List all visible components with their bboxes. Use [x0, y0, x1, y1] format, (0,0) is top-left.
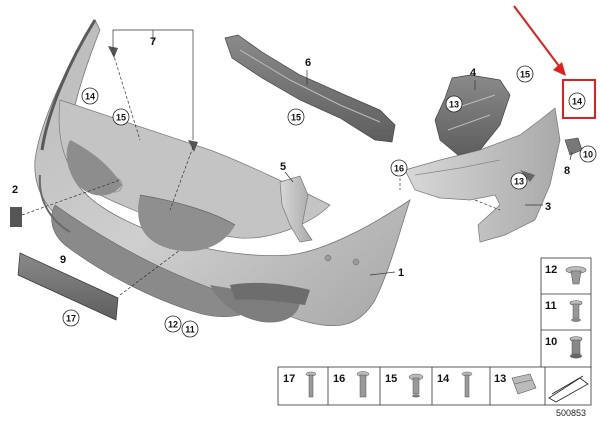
circled-12: 12 [164, 315, 182, 333]
row-label-17: 17 [283, 373, 295, 385]
highlight-part-14: 14 [513, 5, 596, 119]
svg-text:16: 16 [394, 164, 404, 174]
row-label-16: 16 [333, 373, 345, 385]
svg-text:15: 15 [520, 70, 530, 80]
screw-17-icon [305, 371, 317, 398]
grid-label-10: 10 [545, 336, 557, 348]
svg-text:12: 12 [168, 320, 178, 330]
grid-label-11: 11 [545, 300, 557, 312]
circled-11: 11 [181, 320, 199, 338]
part-2-clip [10, 207, 22, 227]
diagram-number: 500853 [556, 408, 586, 418]
svg-text:10: 10 [583, 150, 593, 160]
callout-4: 4 [470, 67, 477, 79]
circled-15b: 15 [287, 108, 305, 126]
svg-text:13: 13 [449, 100, 459, 110]
screw-14-icon [461, 371, 473, 398]
circled-14a: 14 [81, 87, 99, 105]
svg-text:14: 14 [572, 97, 582, 107]
circled-10: 10 [579, 145, 597, 163]
bumper-cover [34, 19, 411, 327]
grid-label-12: 12 [545, 264, 557, 276]
upper-support-bracket [224, 34, 396, 143]
circled-15a: 15 [112, 108, 130, 126]
part-7-clip-b [188, 140, 198, 152]
small-bracket-5 [279, 175, 313, 243]
row-label-15: 15 [385, 373, 397, 385]
side-bracket-4 [434, 74, 511, 156]
part-7-clip-a [108, 46, 118, 58]
callout-1: 1 [398, 267, 404, 279]
clip-12-icon [565, 266, 587, 285]
solid-leaders [112, 29, 573, 276]
rivet-15-icon [408, 373, 424, 398]
callout-3: 3 [545, 201, 551, 213]
parts-row-bottom: 17 16 15 14 13 [277, 366, 592, 406]
bolt-16-icon [356, 371, 370, 398]
svg-text:14: 14 [85, 92, 95, 102]
circled-13a: 13 [445, 95, 463, 113]
clip-13-icon [511, 373, 537, 395]
callout-6: 6 [305, 57, 311, 69]
part-8-clip [564, 137, 583, 156]
circled-15c: 15 [516, 65, 534, 83]
circled-13b: 13 [510, 172, 528, 190]
circled-16: 16 [390, 159, 408, 177]
svg-text:13: 13 [514, 177, 524, 187]
svg-text:15: 15 [116, 113, 126, 123]
row-label-14: 14 [437, 373, 450, 385]
side-panel-3 [404, 107, 561, 243]
row-label-13: 13 [494, 373, 506, 385]
screw-11-icon [569, 300, 583, 322]
svg-text:17: 17 [66, 314, 76, 324]
callout-2: 2 [12, 184, 18, 196]
parts-grid-right: 12 11 10 [540, 257, 592, 369]
circled-17: 17 [62, 309, 80, 327]
callout-7: 7 [150, 36, 156, 48]
license-plate-base [17, 252, 119, 321]
tape-strip-icon [548, 375, 589, 403]
callout-8: 8 [564, 165, 570, 177]
leader-lines [21, 52, 501, 296]
svg-text:15: 15 [291, 113, 301, 123]
svg-text:11: 11 [185, 325, 195, 335]
callout-5: 5 [280, 161, 286, 173]
callout-9: 9 [60, 254, 66, 266]
nut-10-icon [569, 336, 583, 359]
